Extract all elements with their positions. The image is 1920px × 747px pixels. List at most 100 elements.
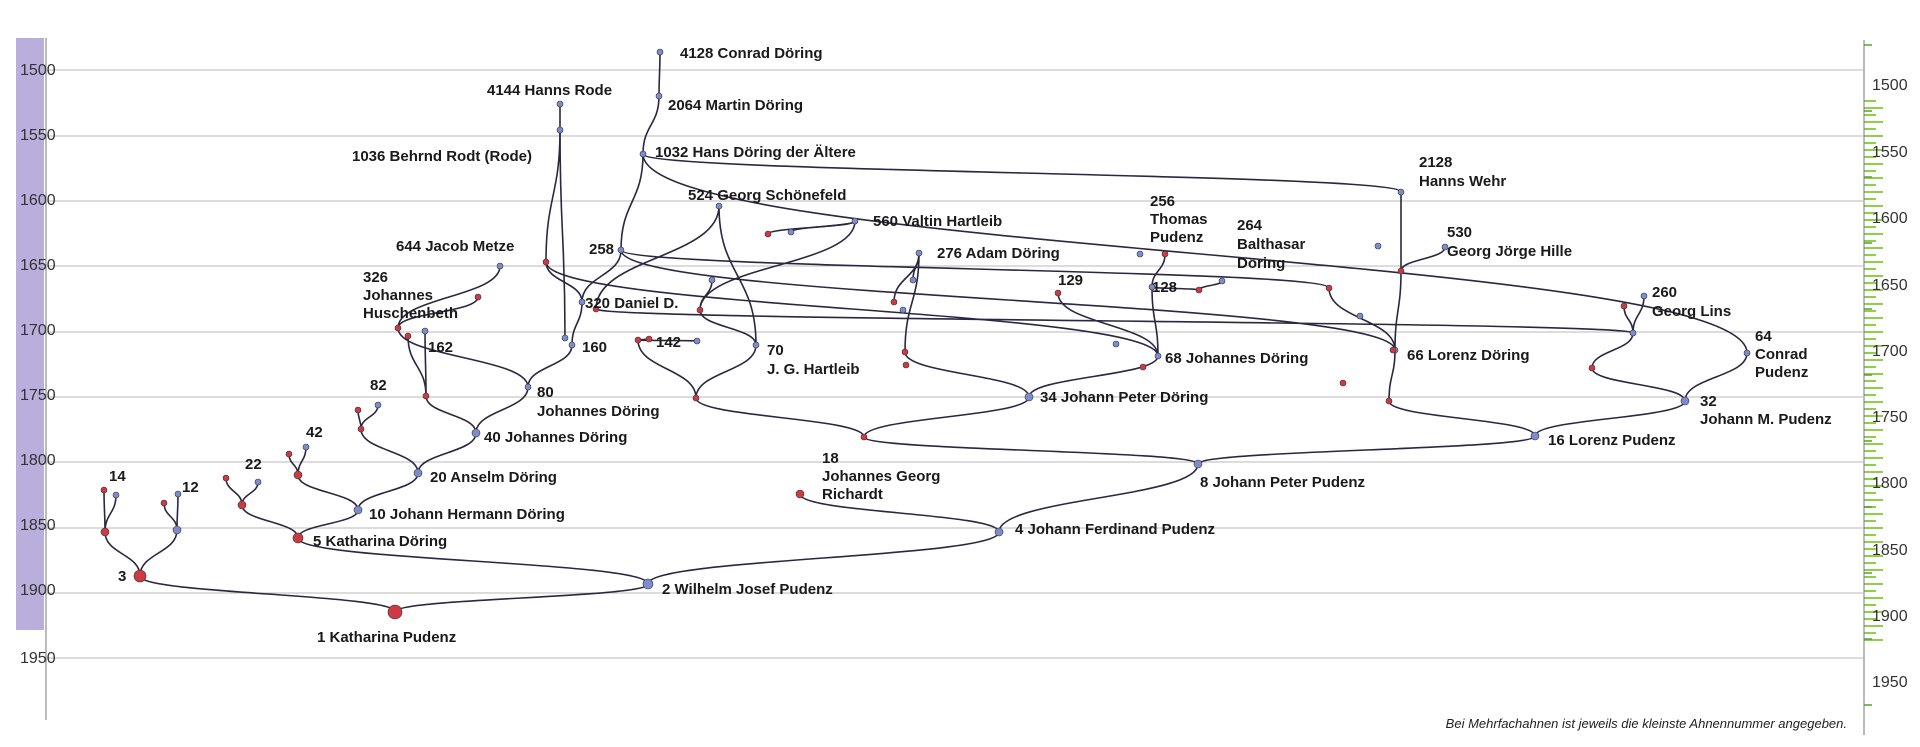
axis-stripe — [1864, 415, 1883, 417]
lineage-edge — [1591, 367, 1686, 402]
lineage-edge — [658, 51, 661, 97]
ancestor-label: 264 — [1237, 217, 1263, 234]
axis-stripe — [1864, 569, 1883, 571]
ancestor-labels: 1 Katharina Pudenz 2 Wilhelm Josef Puden… — [109, 45, 1832, 646]
female-ancestor-node — [1588, 364, 1596, 372]
axis-stripe — [1864, 352, 1876, 354]
lineage-edge — [790, 220, 856, 233]
axis-stripe — [1864, 261, 1883, 263]
year-label: 1650 — [20, 257, 56, 274]
lineage-edge — [545, 261, 1159, 357]
axis-stripe — [1864, 632, 1876, 634]
male-ancestor-node — [568, 341, 576, 349]
axis-stripe — [1864, 324, 1876, 326]
lineage-edge — [139, 529, 178, 577]
ancestor-nodes — [100, 48, 1751, 620]
axis-stripe — [1864, 149, 1883, 151]
lineage-edge — [695, 344, 757, 399]
lineage-edge — [1328, 287, 1396, 351]
female-ancestor-node — [237, 500, 247, 510]
lineage-edge — [1623, 305, 1634, 334]
axis-stripe — [1864, 604, 1876, 606]
ancestor-label: 14 — [109, 468, 126, 485]
ancestor-label: Johann M. Pudenz — [1700, 411, 1832, 428]
ancestor-label: 530 — [1447, 224, 1472, 241]
axis-stripe — [1864, 534, 1876, 536]
axis-stripe — [1864, 226, 1876, 228]
ancestor-label: 162 — [428, 339, 453, 356]
male-ancestor-node — [496, 262, 504, 270]
year-label: 1900 — [20, 582, 56, 599]
ancestor-label: 258 — [589, 241, 614, 258]
male-ancestor-node — [1193, 459, 1203, 469]
female-ancestor-node — [1195, 286, 1203, 294]
female-ancestor-node — [133, 569, 147, 583]
footnote: Bei Mehrfachahnen ist jeweils die kleins… — [1446, 716, 1847, 731]
year-label: 1700 — [20, 322, 56, 339]
lineage-edge — [176, 493, 179, 531]
axis-stripe — [1864, 135, 1883, 137]
year-label: 1800 — [1872, 475, 1908, 492]
lineage-edge — [397, 327, 529, 388]
ancestor-label: 276 Adam Döring — [937, 245, 1060, 262]
year-label: 1850 — [1872, 542, 1908, 559]
lineage-edge — [1057, 292, 1159, 357]
male-ancestor-node — [174, 490, 182, 498]
ancestor-label: Georg Lins — [1652, 303, 1731, 320]
male-ancestor-node — [421, 327, 429, 335]
female-ancestor-node — [357, 425, 365, 433]
axis-stripe — [1864, 296, 1876, 298]
year-label: 1750 — [1872, 409, 1908, 426]
axis-stripe — [1864, 121, 1883, 123]
right-axis-stripes — [1864, 44, 1883, 706]
ancestor-label: J. G. Hartleib — [767, 361, 860, 378]
lineage-edge — [360, 404, 379, 430]
axis-stripe — [1864, 618, 1876, 620]
lineage-edge — [397, 296, 479, 329]
male-ancestor-node — [915, 249, 923, 257]
year-label: 1650 — [1872, 277, 1908, 294]
female-ancestor-node — [422, 392, 430, 400]
female-ancestor-node — [1620, 302, 1628, 310]
female-ancestor-node — [1339, 379, 1347, 387]
female-ancestor-node — [592, 305, 600, 313]
axis-stripe — [1864, 478, 1876, 480]
axis-stripe — [1864, 555, 1883, 557]
left-year-axis: 1500 1550 1600 1650 1700 1750 1800 1850 … — [20, 62, 56, 667]
lineage-edge — [642, 153, 1402, 193]
axis-stripe — [1864, 205, 1883, 207]
female-ancestor-node — [100, 486, 108, 494]
male-ancestor-node — [556, 100, 564, 108]
female-ancestor-node — [474, 293, 482, 301]
lineage-edge — [1534, 400, 1686, 437]
ancestor-label: 4144 Hanns Rode — [487, 82, 612, 99]
axis-stripe — [1864, 282, 1876, 284]
ancestor-label: 32 — [1700, 393, 1717, 410]
lineage-edge — [863, 396, 1030, 438]
lineage-edge — [718, 205, 757, 346]
male-ancestor-node — [172, 525, 182, 535]
ancestor-label: 1032 Hans Döring der Ältere — [655, 144, 856, 161]
axis-stripe — [1864, 450, 1876, 452]
lineage-edge — [163, 502, 178, 531]
ancestor-label: 66 Lorenz Döring — [1407, 347, 1530, 364]
axis-stripe — [1864, 499, 1883, 501]
female-ancestor-node — [1139, 363, 1147, 371]
ancestor-label: Johannes Georg — [822, 468, 940, 485]
lineage-edge — [647, 531, 1000, 585]
female-ancestor-node — [285, 450, 293, 458]
axis-stripe — [1864, 401, 1883, 403]
axis-stripe — [1864, 422, 1876, 424]
ancestor-label: 40 Johannes Döring — [484, 429, 627, 446]
ancestor-label: 16 Lorenz Pudenz — [1548, 432, 1676, 449]
ancestor-label: 2128 — [1419, 154, 1452, 171]
axis-stripe — [1864, 408, 1876, 410]
lineage-edge — [417, 432, 477, 474]
female-ancestor-node — [100, 527, 110, 537]
lineage-edge — [863, 436, 1199, 465]
male-ancestor-node — [112, 491, 120, 499]
year-label: 1500 — [20, 62, 56, 79]
year-label: 1900 — [1872, 608, 1908, 625]
male-ancestor-node — [1218, 277, 1226, 285]
